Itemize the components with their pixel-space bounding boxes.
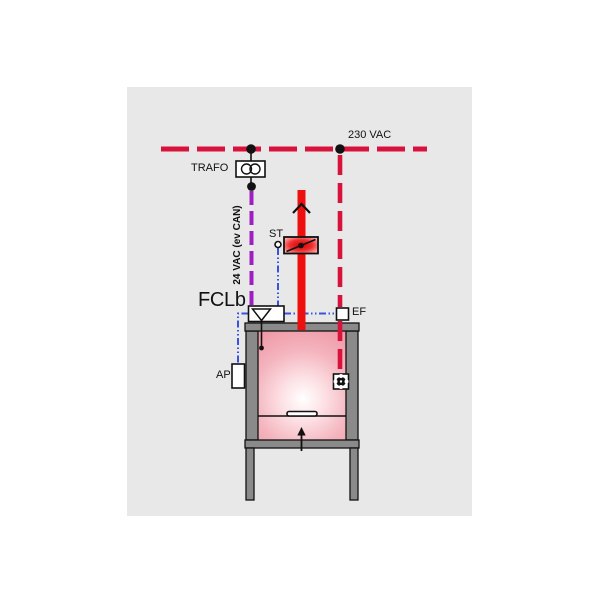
ap-signal-line (237, 312, 249, 364)
controller-label: FCLb (198, 289, 246, 311)
mains-power-line (161, 146, 427, 374)
damper-actuator-label: ST (269, 228, 284, 240)
mains-junction-dot (335, 144, 345, 154)
low-voltage-bus-label: 24 VAC (ev CAN) (232, 205, 243, 285)
cabinet-right-leg (349, 447, 359, 501)
ap-box (231, 363, 246, 389)
exhaust-duct (292, 190, 311, 330)
cabinet-left-leg (245, 447, 255, 501)
fclb-sensor-dot (259, 345, 264, 351)
transformer-label: TRAFO (191, 162, 229, 174)
fclb-valve-icon (250, 308, 273, 322)
exhaust-fan-symbol (332, 373, 350, 390)
mains-junction-dot (246, 144, 256, 154)
bus-junction-dot (247, 182, 256, 191)
mains-voltage-label: 230 VAC (348, 129, 392, 141)
cabinet-interior-glow (258, 331, 346, 440)
exhaust-fan-label: EF (352, 306, 367, 318)
control-signal-lines (237, 248, 337, 364)
trafo-coil-icon (249, 163, 261, 175)
ef-box (335, 307, 350, 321)
st-damper-actuator (274, 236, 319, 255)
st-pivot-dot (298, 242, 304, 249)
trafo-coil-icon (240, 163, 253, 175)
transformer-symbol (235, 144, 345, 191)
tray-object (286, 410, 318, 417)
access-point-label: AP (216, 369, 231, 381)
cabinet-left-wall (245, 330, 259, 441)
fclb-controller (247, 305, 285, 351)
inflow-arrow-head (297, 427, 306, 436)
exhaust-flow-arrow-icon (292, 202, 311, 214)
fume-hood-cabinet (244, 322, 360, 501)
st-terminal-circle (274, 240, 282, 249)
